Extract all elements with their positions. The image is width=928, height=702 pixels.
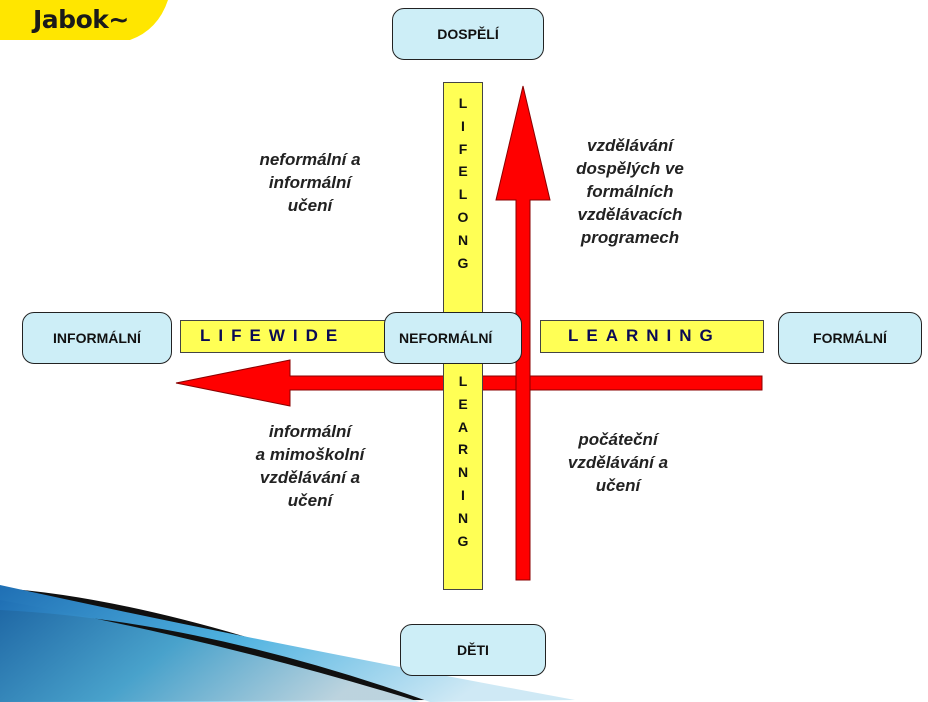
quadrant-line: informální [268, 173, 352, 192]
box-dospeli: DOSPĚLÍ [392, 8, 544, 60]
quadrant-line: vzdělávání a [259, 468, 361, 487]
vertical-letter: E [458, 395, 468, 412]
quadrant-line: programech [580, 228, 680, 247]
vertical-letter: L [458, 95, 468, 111]
quadrant-line: formálních [586, 182, 674, 201]
quadrant-line: neformální a [259, 150, 361, 169]
box-informalni: INFORMÁLNÍ [22, 312, 172, 364]
vertical-letter: L [458, 373, 468, 389]
quadrant-line: dospělých ve [576, 159, 684, 178]
vertical-letter: A [457, 418, 469, 435]
learning-label: LEARNING [568, 326, 721, 345]
swoosh-decoration [0, 585, 575, 702]
quadrant-line: vzdělávání [587, 136, 673, 155]
quadrant-top-right: vzdělávání dospělých ve formálních vzděl… [550, 134, 710, 249]
learning-letters: L E A R N I N G [443, 370, 483, 552]
vertical-letter: E [458, 163, 468, 180]
quadrant-line: učení [595, 476, 641, 495]
vertical-letter: I [461, 117, 465, 134]
lifelong-band-upper [443, 82, 483, 320]
vertical-letter: G [457, 254, 469, 271]
quadrant-bottom-left: informální a mimoškolní vzdělávání a uče… [230, 420, 390, 512]
quadrant-line: vzdělávacích [577, 205, 683, 224]
vertical-letter: R [457, 441, 469, 458]
lifelong-letters: L I F E L O N G [443, 92, 483, 274]
lifelong-band-lower [443, 362, 483, 590]
vertical-letter: G [457, 532, 469, 549]
quadrant-line: a mimoškolní [255, 445, 365, 464]
box-neformalni: NEFORMÁLNÍ [384, 312, 522, 364]
vertical-letter: L [458, 186, 468, 203]
quadrant-line: učení [287, 196, 333, 215]
jabok-logo: Jabok~ [33, 5, 129, 34]
vertical-letter: N [457, 464, 469, 481]
lifewide-band-left [180, 320, 394, 353]
quadrant-top-left: neformální a informální učení [230, 148, 390, 217]
vertical-letter: N [457, 509, 469, 526]
lifewide-label: LIFEWIDE [200, 326, 346, 345]
vertical-letter: O [457, 208, 469, 225]
vertical-arrow [495, 85, 551, 581]
learning-band-right [540, 320, 764, 353]
quadrant-bottom-right: počáteční vzdělávání a učení [538, 428, 698, 497]
vertical-letter: I [461, 486, 465, 503]
quadrant-line: informální [268, 422, 352, 441]
quadrant-line: počáteční [578, 430, 658, 449]
swoosh-light [0, 600, 420, 702]
logo-blob [0, 0, 168, 40]
box-deti: DĚTI [400, 624, 546, 676]
vertical-letter: F [458, 140, 468, 157]
quadrant-line: vzdělávání a [567, 453, 669, 472]
quadrant-line: učení [287, 491, 333, 510]
vertical-letter: N [457, 231, 469, 248]
box-formalni: FORMÁLNÍ [778, 312, 922, 364]
